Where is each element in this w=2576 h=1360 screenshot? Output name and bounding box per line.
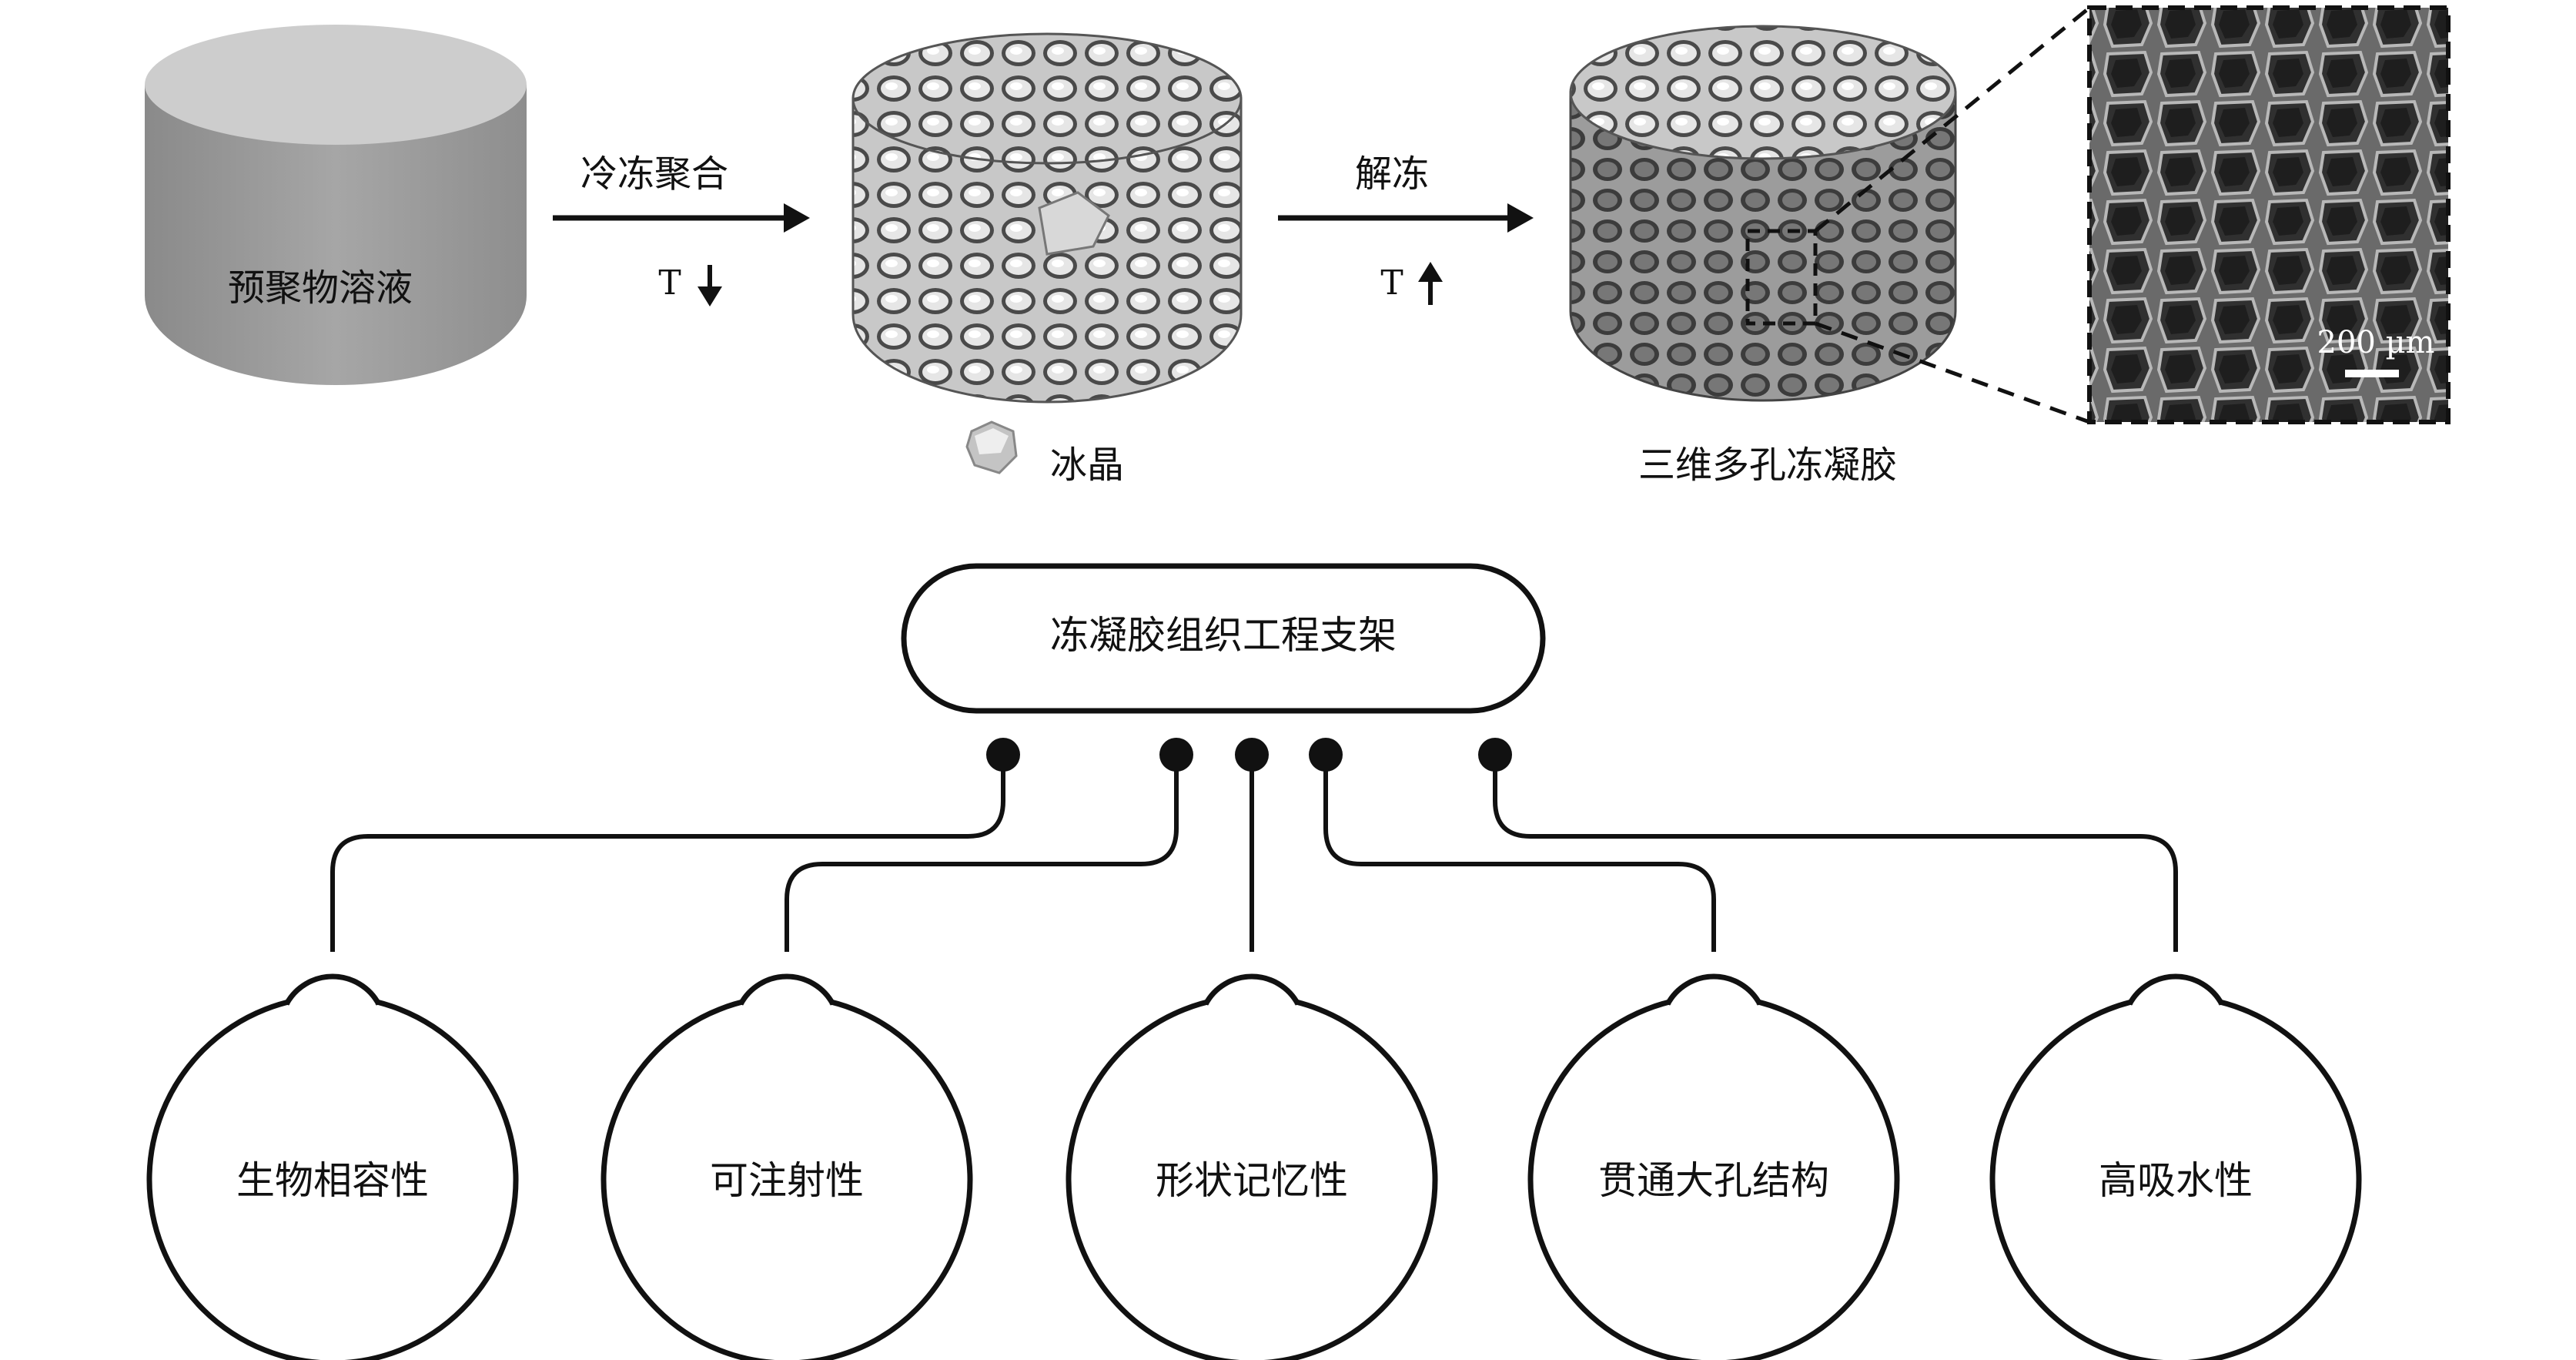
- property-label-2: 可注射性: [710, 1158, 864, 1203]
- zoom-line-top: [1814, 6, 2091, 233]
- property-label-4: 贯通大孔结构: [1598, 1158, 1829, 1203]
- connectors: [330, 755, 2178, 952]
- freeze-label: 冷冻聚合: [580, 152, 728, 196]
- ice-crystal-icon: [965, 420, 1018, 474]
- property-node-3: 形状记忆性: [1066, 973, 1438, 1360]
- property-node-4: 贯通大孔结构: [1527, 973, 1900, 1360]
- precursor-label: 预聚物溶液: [228, 266, 413, 310]
- scaffold-title-box: 冻凝胶组织工程支架: [901, 563, 1546, 714]
- connector-dots: [986, 738, 1512, 772]
- property-node-1: 生物相容性: [146, 973, 519, 1360]
- thaw-temp-label: T: [1380, 263, 1403, 303]
- sem-image: 200 µm: [2087, 5, 2451, 424]
- frozen-gel-cylinder: [851, 32, 1243, 404]
- arrow-up-icon: [1418, 262, 1443, 305]
- property-label-1: 生物相容性: [236, 1158, 429, 1203]
- freeze-temp-label: T: [658, 263, 681, 303]
- arrow-down-icon: [698, 265, 722, 307]
- scale-bar-label: 200 µm: [2317, 325, 2435, 360]
- thaw-label: 解冻: [1355, 152, 1429, 196]
- ice-label: 冰晶: [1050, 444, 1124, 487]
- property-node-2: 可注射性: [601, 973, 973, 1360]
- property-label-3: 形状记忆性: [1156, 1158, 1348, 1203]
- freeze-arrow: 冷冻聚合 T: [553, 152, 810, 307]
- zoom-line-bottom: [1815, 321, 2090, 424]
- scale-bar: [2345, 370, 2399, 377]
- porous-cryogel-cylinder: [1569, 25, 1957, 402]
- scaffold-title: 冻凝胶组织工程支架: [1050, 613, 1397, 658]
- cryogel-label: 三维多孔冻凝胶: [1638, 444, 1897, 487]
- property-label-5: 高吸水性: [2099, 1158, 2253, 1203]
- thaw-arrow: 解冻 T: [1278, 152, 1534, 305]
- precursor-cylinder: 预聚物溶液: [145, 25, 527, 385]
- property-node-5: 高吸水性: [1989, 973, 2362, 1360]
